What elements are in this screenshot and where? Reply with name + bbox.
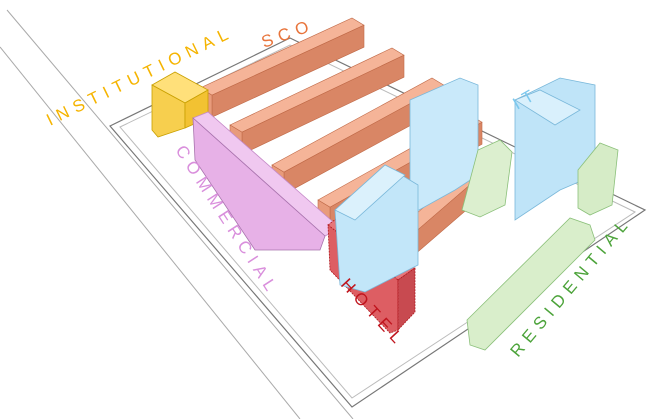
road-edge bbox=[0, 46, 301, 419]
site-boundary bbox=[109, 37, 647, 408]
it-buildings bbox=[334, 77, 596, 293]
road-edge bbox=[6, 9, 354, 419]
commercial-building bbox=[192, 111, 341, 251]
residential-buildings bbox=[461, 139, 619, 351]
institutional-building bbox=[151, 71, 209, 138]
